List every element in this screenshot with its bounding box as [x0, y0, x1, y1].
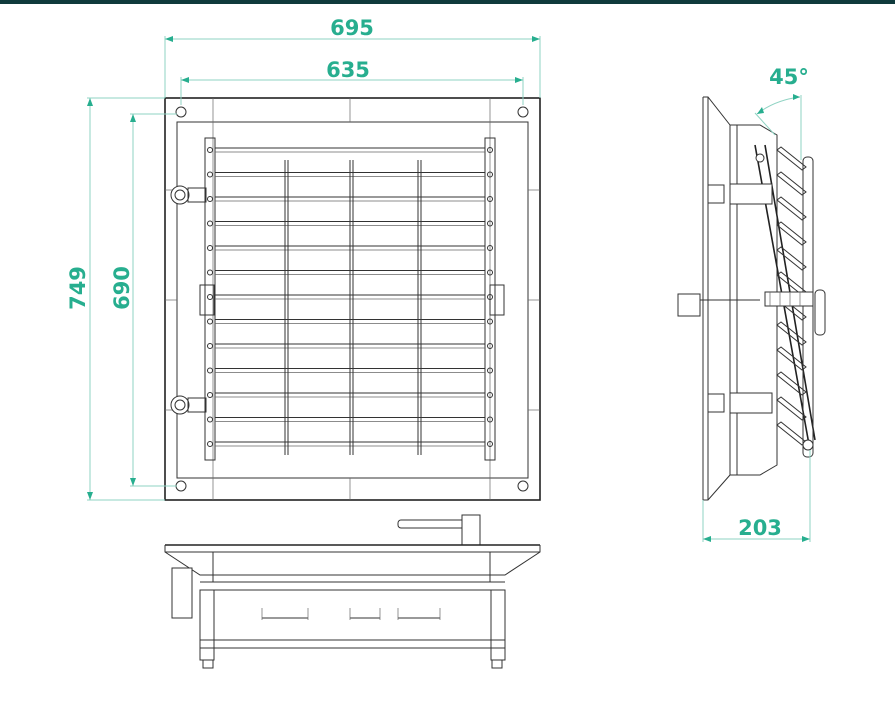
- pivot-pin: [487, 245, 493, 251]
- side-view: [677, 96, 826, 501]
- pivot-pin: [207, 367, 213, 374]
- dimension-overall-width: 695: [164, 16, 541, 98]
- overall-height-label: 749: [66, 266, 90, 310]
- pivot-pin: [487, 171, 493, 178]
- pivot-pin: [207, 147, 213, 153]
- dimension-blade-angle: 45°: [754, 65, 809, 160]
- inner-height-label: 690: [110, 266, 134, 310]
- side-blade: [776, 346, 807, 371]
- pivot-pin: [207, 392, 213, 398]
- side-blade: [776, 371, 807, 396]
- pivot-pin: [207, 196, 213, 202]
- pivot-pin: [487, 220, 493, 227]
- pivot-pin: [487, 392, 493, 398]
- side-blade: [776, 221, 807, 246]
- dimension-overall-height: 749: [66, 97, 165, 501]
- pivot-pin: [487, 367, 493, 374]
- side-blade: [776, 321, 807, 346]
- overall-width-label: 695: [330, 16, 374, 40]
- pivot-pin: [207, 343, 213, 349]
- inner-width-label: 635: [326, 58, 370, 82]
- pivot-pin: [207, 416, 213, 423]
- depth-label: 203: [738, 516, 782, 540]
- front-view: [164, 97, 541, 501]
- pivot-pin: [487, 416, 493, 423]
- pivot-pin: [207, 171, 213, 178]
- dimension-inner-height: 690: [110, 113, 177, 487]
- dimension-inner-width: 635: [180, 58, 524, 105]
- blade-angle-label: 45°: [769, 65, 809, 89]
- pivot-pin: [487, 294, 493, 300]
- pivot-pin: [487, 196, 493, 202]
- pivot-pin: [487, 147, 493, 153]
- pivot-pin: [487, 441, 493, 447]
- pivot-pin: [207, 245, 213, 251]
- top-bar: [0, 0, 895, 4]
- pivot-pin: [487, 343, 493, 349]
- dimension-depth: 203: [702, 450, 811, 542]
- bottom-view: [164, 514, 541, 669]
- side-blade: [776, 196, 807, 221]
- pivot-pin: [487, 318, 493, 325]
- pivot-pin: [487, 269, 493, 276]
- pivot-pin: [207, 220, 213, 227]
- bolt-holes: [175, 106, 529, 492]
- pivot-pin: [207, 294, 213, 300]
- pivot-pin: [207, 269, 213, 276]
- side-blade: [776, 146, 807, 171]
- pivot-pin: [207, 318, 213, 325]
- side-blade: [776, 171, 807, 196]
- side-blade: [776, 396, 807, 421]
- pivot-pin: [207, 441, 213, 447]
- side-blade: [776, 246, 807, 271]
- side-blade: [776, 421, 807, 446]
